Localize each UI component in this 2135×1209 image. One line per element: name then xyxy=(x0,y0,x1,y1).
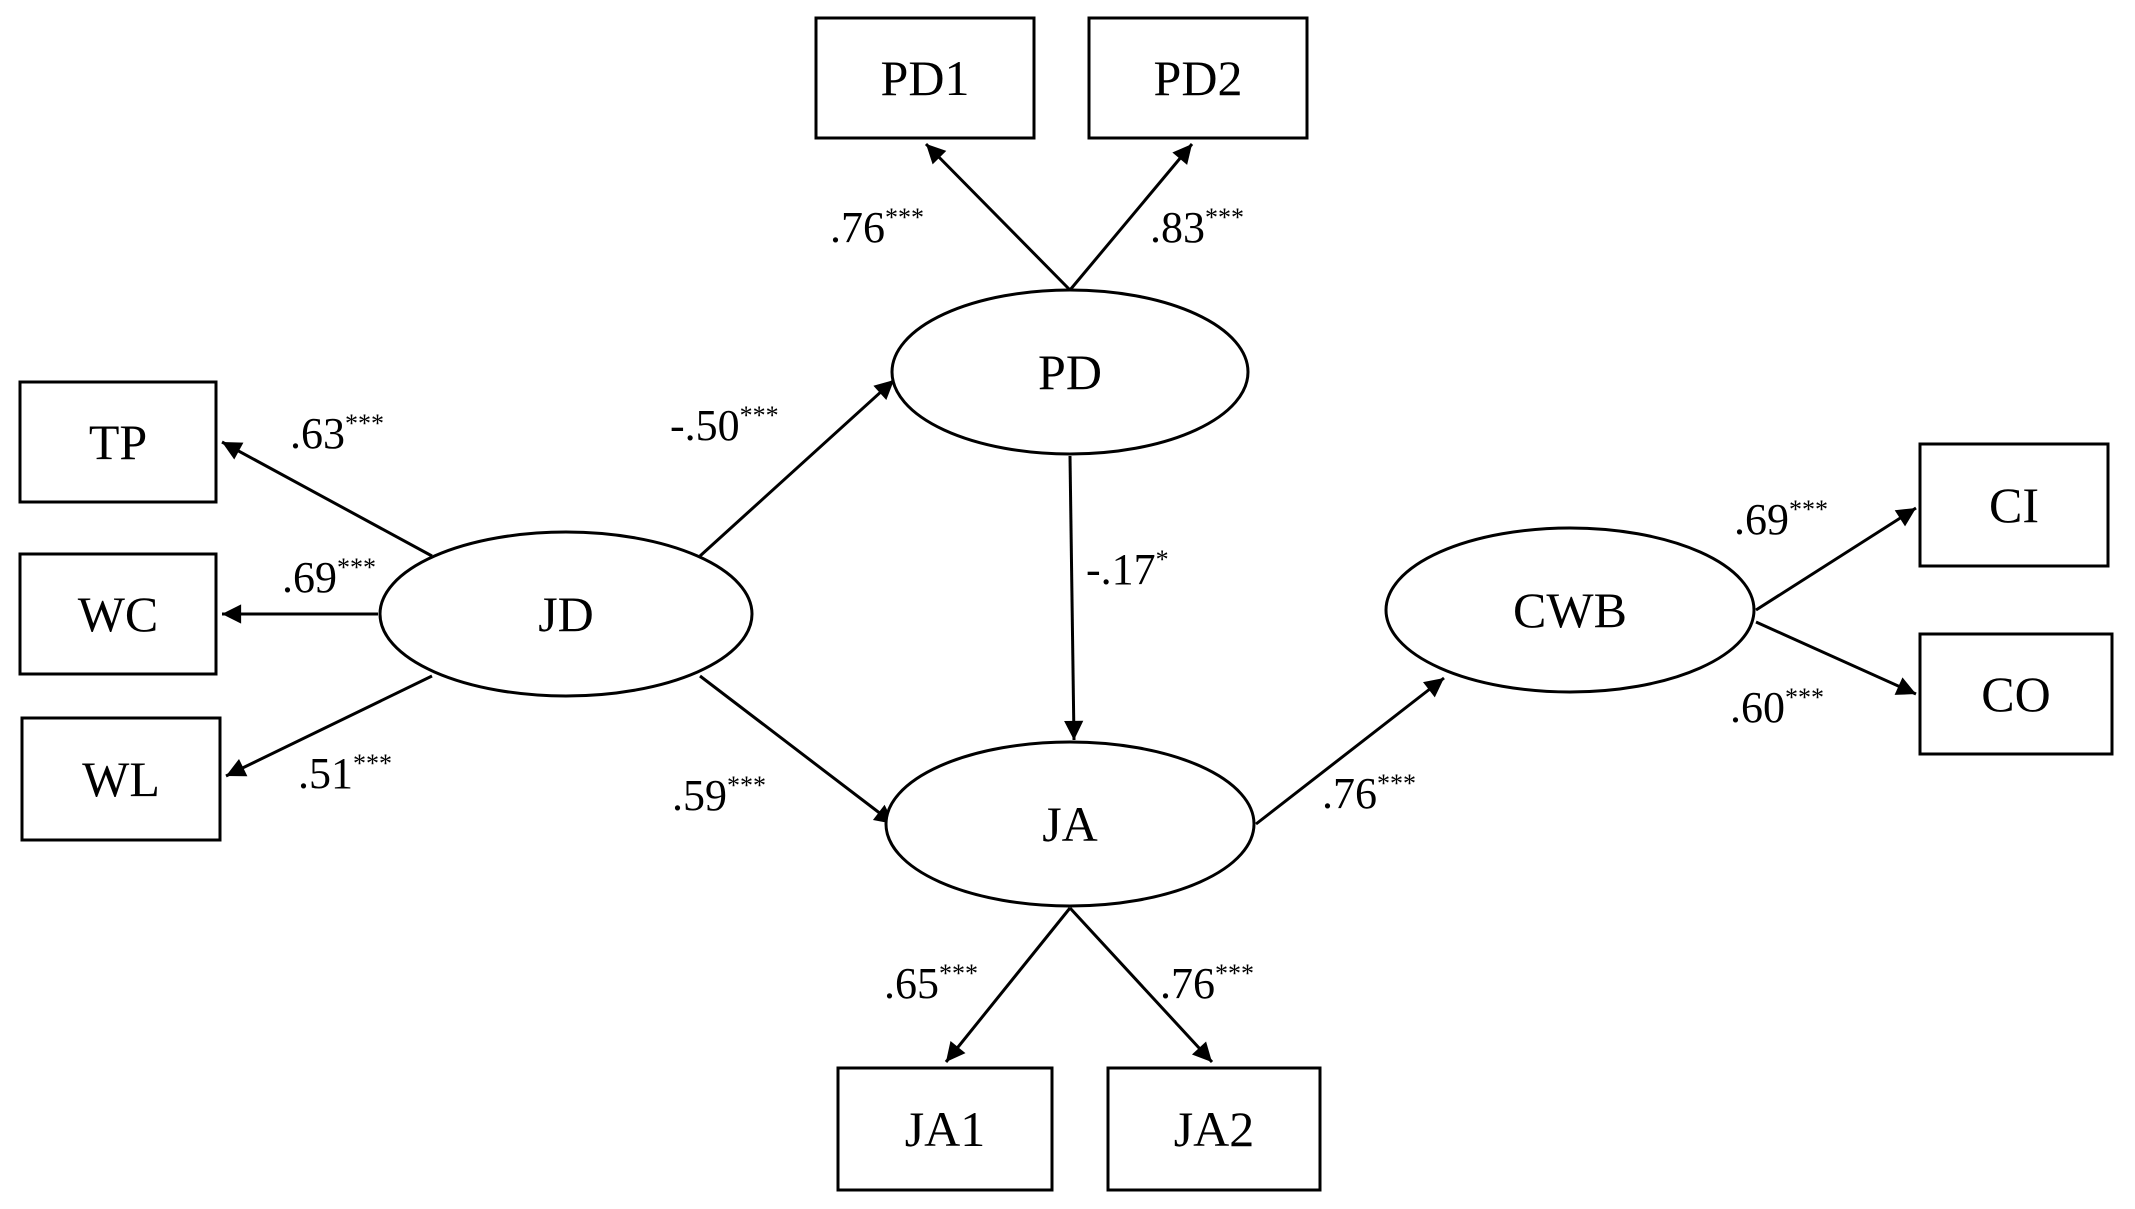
coefficient-value: .51 xyxy=(298,749,353,798)
path-arrow-pd-pd2 xyxy=(1068,143,1194,291)
coefficient-value: -.50 xyxy=(670,401,740,450)
observed-node-tp: TP xyxy=(18,380,218,504)
path-arrow-cwb-ci xyxy=(1755,506,1917,612)
node-label-ci: CI xyxy=(1989,477,2039,533)
path-coefficient-jd-tp: .63*** xyxy=(290,409,384,458)
coefficient-value: .76 xyxy=(1322,769,1377,818)
path-coefficient-pd-pd1: .76*** xyxy=(830,203,924,252)
observed-node-ja2: JA2 xyxy=(1106,1066,1322,1192)
path-coefficient-cwb-co: .60*** xyxy=(1730,683,1824,732)
node-label-pd2: PD2 xyxy=(1154,50,1243,106)
coefficient-value: .69 xyxy=(1734,495,1789,544)
path-coefficient-pd-ja: -.17* xyxy=(1086,545,1169,594)
observed-node-co: CO xyxy=(1918,632,2114,756)
significance-stars: *** xyxy=(1377,769,1416,798)
observed-box-ci xyxy=(1918,442,2110,568)
path-arrow-ja-ja2 xyxy=(1068,906,1214,1064)
significance-stars: *** xyxy=(345,409,384,438)
observed-node-wc: WC xyxy=(18,552,218,676)
path-coefficient-ja-ja1: .65*** xyxy=(884,959,978,1008)
node-label-jd: JD xyxy=(538,586,594,642)
path-coefficient-ja-cwb: .76*** xyxy=(1322,769,1416,818)
path-arrow-ja-ja1 xyxy=(944,907,1072,1063)
coefficient-value: -.17 xyxy=(1086,545,1156,594)
node-label-wc: WC xyxy=(78,586,159,642)
path-coefficient-pd-pd2: .83*** xyxy=(1150,203,1244,252)
node-label-wl: WL xyxy=(82,751,160,807)
node-label-pd1: PD1 xyxy=(881,50,970,106)
coefficient-value: .63 xyxy=(290,409,345,458)
significance-stars: * xyxy=(1156,545,1169,574)
path-coefficient-jd-ja: .59*** xyxy=(672,771,766,820)
coefficients-layer: .76***.83***.63***.69***.51***-.50***.59… xyxy=(282,203,1828,1008)
path-arrow-jd-wl xyxy=(225,674,433,778)
latent-node-cwb: CWB xyxy=(1384,526,1756,694)
path-arrow-pd-ja xyxy=(1064,455,1084,741)
path-arrow-jd-pd xyxy=(698,378,896,558)
coefficient-value: .69 xyxy=(282,553,337,602)
observed-box-tp xyxy=(18,380,218,504)
latent-node-pd: PD xyxy=(890,288,1250,456)
observed-box-pd1 xyxy=(814,16,1036,140)
coefficient-value: .76 xyxy=(830,203,885,252)
latent-node-jd: JD xyxy=(378,530,754,698)
coefficient-value: .65 xyxy=(884,959,939,1008)
path-coefficient-jd-wc: .69*** xyxy=(282,553,376,602)
path-arrow-jd-ja xyxy=(699,674,895,826)
path-coefficient-cwb-ci: .69*** xyxy=(1734,495,1828,544)
node-label-ja2: JA2 xyxy=(1174,1101,1255,1157)
latent-ellipse-pd xyxy=(890,288,1250,456)
observed-node-pd2: PD2 xyxy=(1087,16,1309,140)
observed-box-ja1 xyxy=(836,1066,1054,1192)
node-label-ja: JA xyxy=(1042,796,1098,852)
significance-stars: *** xyxy=(1785,683,1824,712)
latent-ellipse-ja xyxy=(884,740,1256,908)
significance-stars: *** xyxy=(1205,203,1244,232)
node-label-cwb: CWB xyxy=(1513,582,1627,638)
significance-stars: *** xyxy=(1789,495,1828,524)
latent-ellipse-jd xyxy=(378,530,754,698)
significance-stars: *** xyxy=(353,749,392,778)
observed-node-wl: WL xyxy=(20,716,222,842)
path-arrow-jd-tp xyxy=(221,440,433,558)
significance-stars: *** xyxy=(740,401,779,430)
path-arrow-ja-cwb xyxy=(1255,676,1445,826)
latent-ellipse-cwb xyxy=(1384,526,1756,694)
significance-stars: *** xyxy=(1215,959,1254,988)
significance-stars: *** xyxy=(727,771,766,800)
observed-box-wl xyxy=(20,716,222,842)
node-label-ja1: JA1 xyxy=(905,1101,986,1157)
significance-stars: *** xyxy=(885,203,924,232)
path-coefficient-ja-ja2: .76*** xyxy=(1160,959,1254,1008)
observed-box-pd2 xyxy=(1087,16,1309,140)
path-arrow-pd-pd1 xyxy=(924,142,1072,292)
path-coefficient-jd-pd: -.50*** xyxy=(670,401,779,450)
observed-node-pd1: PD1 xyxy=(814,16,1036,140)
significance-stars: *** xyxy=(939,959,978,988)
observed-box-wc xyxy=(18,552,218,676)
coefficient-value: .83 xyxy=(1150,203,1205,252)
observed-node-ja1: JA1 xyxy=(836,1066,1054,1192)
observed-node-ci: CI xyxy=(1918,442,2110,568)
observed-box-co xyxy=(1918,632,2114,756)
coefficient-value: .59 xyxy=(672,771,727,820)
path-coefficient-jd-wl: .51*** xyxy=(298,749,392,798)
paths-layer xyxy=(221,142,1917,1064)
path-arrow-cwb-co xyxy=(1755,620,1917,696)
latent-node-ja: JA xyxy=(884,740,1256,908)
node-label-pd: PD xyxy=(1038,344,1102,400)
coefficient-value: .60 xyxy=(1730,683,1785,732)
node-label-co: CO xyxy=(1981,666,2050,722)
observed-box-ja2 xyxy=(1106,1066,1322,1192)
node-label-tp: TP xyxy=(89,414,147,470)
significance-stars: *** xyxy=(337,553,376,582)
coefficient-value: .76 xyxy=(1160,959,1215,1008)
